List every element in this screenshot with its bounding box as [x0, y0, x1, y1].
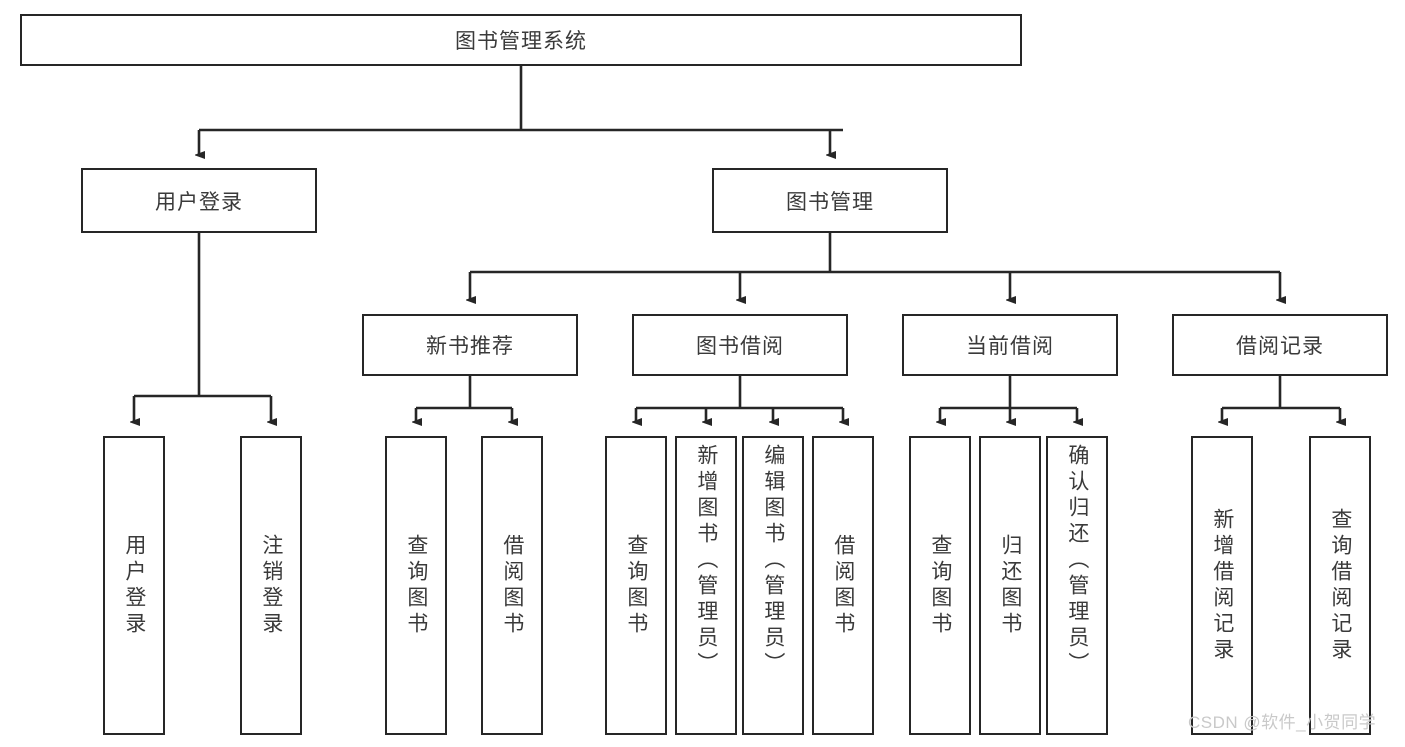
leaf-book-borrow-query[interactable]: 查询图书 [605, 436, 667, 735]
leaf-borrow-record-query[interactable]: 查询借阅记录 [1309, 436, 1371, 735]
node-root-label: 图书管理系统 [455, 30, 587, 53]
node-book-borrow-label: 图书借阅 [696, 335, 784, 358]
node-borrow-record-label: 借阅记录 [1236, 335, 1324, 358]
node-user-login-label: 用户登录 [155, 190, 243, 214]
node-user-login[interactable]: 用户登录 [81, 168, 317, 233]
node-current-borrow-label: 当前借阅 [966, 335, 1054, 358]
leaf-user-login-logout[interactable]: 注销登录 [240, 436, 302, 735]
leaf-label: 新增图书（管理员） [694, 444, 718, 678]
leaf-label: 注销登录 [259, 533, 283, 638]
leaf-book-borrow-borrow[interactable]: 借阅图书 [812, 436, 874, 735]
leaf-label: 编辑图书（管理员） [761, 444, 785, 678]
leaf-current-borrow-return[interactable]: 归还图书 [979, 436, 1041, 735]
leaf-borrow-record-add[interactable]: 新增借阅记录 [1191, 436, 1253, 735]
leaf-label: 用户登录 [122, 533, 146, 638]
node-root[interactable]: 图书管理系统 [20, 14, 1022, 66]
leaf-current-borrow-query[interactable]: 查询图书 [909, 436, 971, 735]
leaf-new-book-borrow[interactable]: 借阅图书 [481, 436, 543, 735]
leaf-label: 新增借阅记录 [1210, 507, 1234, 664]
node-new-book-recommend-label: 新书推荐 [426, 335, 514, 358]
node-book-management[interactable]: 图书管理 [712, 168, 948, 233]
leaf-current-borrow-confirm[interactable]: 确认归还（管理员） [1046, 436, 1108, 735]
leaf-label: 查询图书 [624, 533, 648, 638]
leaf-book-borrow-edit[interactable]: 编辑图书（管理员） [742, 436, 804, 735]
leaf-label: 借阅图书 [831, 533, 855, 638]
leaf-label: 查询借阅记录 [1328, 507, 1352, 664]
node-current-borrow[interactable]: 当前借阅 [902, 314, 1118, 376]
leaf-label: 确认归还（管理员） [1065, 444, 1089, 678]
node-book-management-label: 图书管理 [786, 190, 874, 214]
watermark: CSDN @软件_小贺同学 [1188, 713, 1377, 732]
node-new-book-recommend[interactable]: 新书推荐 [362, 314, 578, 376]
leaf-label: 查询图书 [404, 533, 428, 638]
leaf-label: 归还图书 [998, 533, 1022, 638]
leaf-new-book-query[interactable]: 查询图书 [385, 436, 447, 735]
leaf-label: 借阅图书 [500, 533, 524, 638]
leaf-book-borrow-add[interactable]: 新增图书（管理员） [675, 436, 737, 735]
node-book-borrow[interactable]: 图书借阅 [632, 314, 848, 376]
leaf-user-login-login[interactable]: 用户登录 [103, 436, 165, 735]
node-borrow-record[interactable]: 借阅记录 [1172, 314, 1388, 376]
leaf-label: 查询图书 [928, 533, 952, 638]
